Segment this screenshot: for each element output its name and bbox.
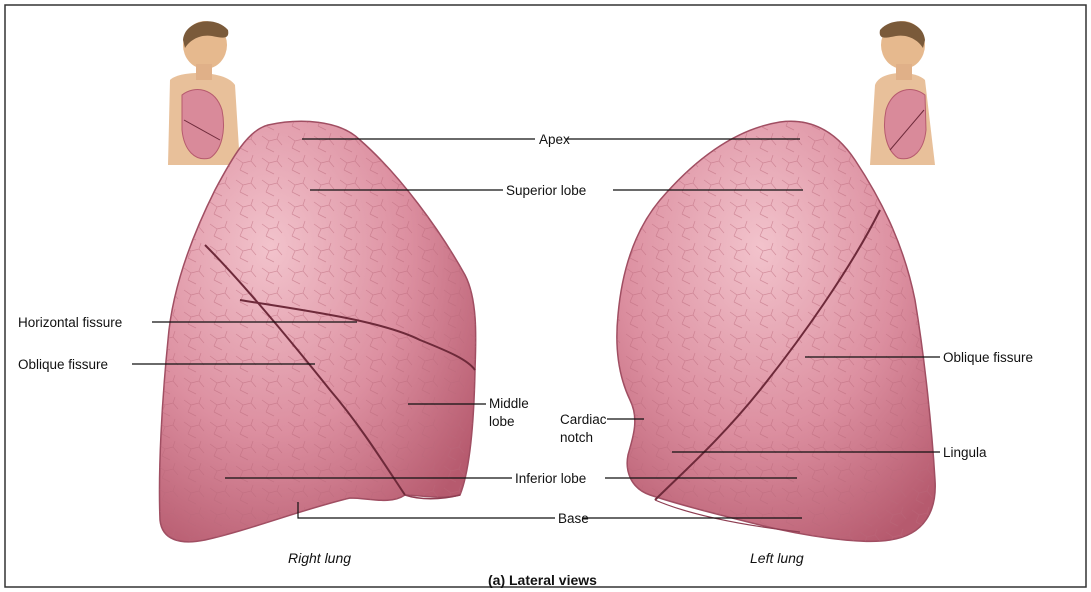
label-middle-lobe-line1: Middle [489, 396, 529, 411]
label-oblique-fissure-right: Oblique fissure [18, 357, 108, 372]
label-oblique-fissure-left: Oblique fissure [943, 350, 1033, 365]
label-middle-lobe-line2: lobe [489, 414, 515, 429]
caption-left-lung: Left lung [750, 550, 804, 566]
label-base: Base [558, 511, 589, 526]
figure-title: (a) Lateral views [488, 572, 597, 588]
label-superior-lobe: Superior lobe [506, 183, 586, 198]
label-cardiac-notch-line1: Cardiac [560, 412, 607, 427]
label-apex: Apex [539, 132, 570, 147]
label-cardiac-notch-line2: notch [560, 430, 593, 445]
label-lingula: Lingula [943, 445, 987, 460]
label-horizontal-fissure: Horizontal fissure [18, 315, 122, 330]
caption-right-lung: Right lung [288, 550, 351, 566]
label-inferior-lobe: Inferior lobe [515, 471, 586, 486]
